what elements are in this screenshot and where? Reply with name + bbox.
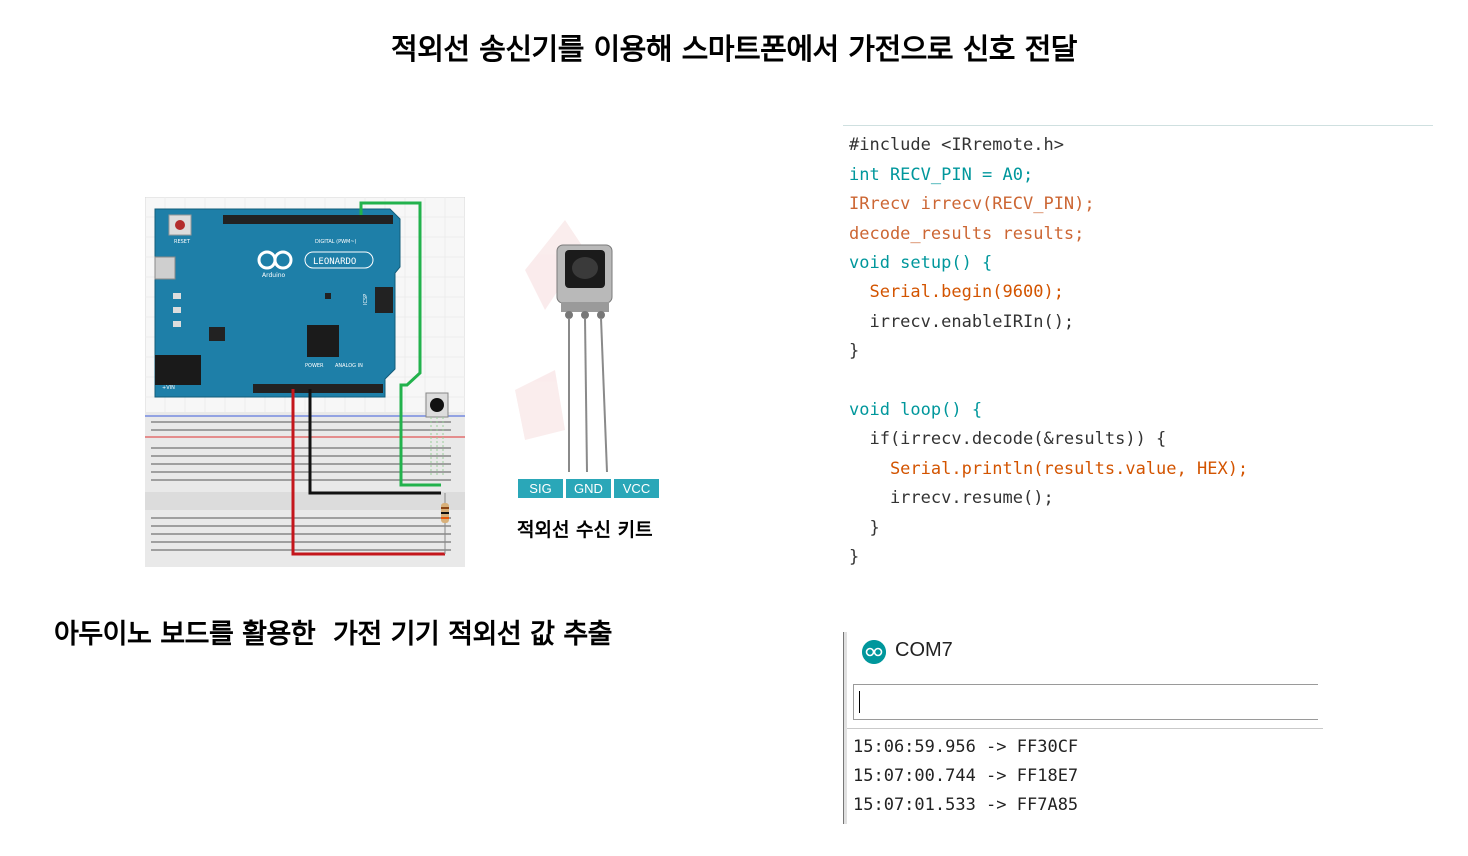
code-panel-border: [843, 125, 1433, 126]
code-line: int RECV_PIN = A0;: [849, 165, 1033, 185]
arduino-leonardo-board: RESET +VIN DIGITAL (PWM~) Arduino LEONAR…: [154, 208, 401, 398]
code-line: Serial.begin(9600);: [849, 282, 1064, 302]
code-panel: #include <IRremote.h> int RECV_PIN = A0;…: [843, 125, 1433, 575]
code-line-text: int RECV_PIN = A0;: [849, 165, 1034, 185]
code-line: void loop() {: [849, 400, 982, 420]
code-line: irrecv.resume();: [849, 488, 1054, 508]
ir-sensor-legs: [568, 317, 608, 473]
breadboard: [145, 412, 465, 567]
code-line: void setup() {: [849, 253, 992, 273]
pin-label-gnd: GND: [574, 481, 603, 496]
arduino-circuit-diagram: RESET +VIN DIGITAL (PWM~) Arduino LEONAR…: [145, 197, 465, 567]
arduino-brand-label: Arduino: [262, 272, 286, 279]
ir-receiver-component: [425, 392, 449, 475]
code-line: IRrecv irrecv(RECV_PIN);: [849, 194, 1095, 214]
serial-output-line: 15:06:59.956 -> FF30CF: [853, 737, 1079, 757]
code-line: #include <IRremote.h>: [849, 135, 1064, 155]
serial-divider: [847, 728, 1323, 729]
code-line-text: void loop() {: [849, 400, 983, 420]
analog-label: ANALOG IN: [335, 363, 363, 369]
code-line-text: irrecv.enableIRIn();: [849, 312, 1075, 332]
code-line-text: Serial.begin(9600);: [849, 282, 1064, 302]
code-line-text: void setup() {: [849, 253, 993, 273]
code-line-text: decode_results results;: [849, 224, 1085, 244]
code-line: irrecv.enableIRIn();: [849, 312, 1074, 332]
resistor: [441, 493, 449, 554]
code-line-text: #include <IRremote.h>: [849, 135, 1064, 155]
code-line-text: }: [849, 518, 880, 538]
code-line: decode_results results;: [849, 224, 1084, 244]
vin-label: +VIN: [162, 385, 175, 391]
serial-window-edge: [843, 632, 847, 824]
code-line: if(irrecv.decode(&results)) {: [849, 429, 1166, 449]
arduino-logo-icon: [862, 640, 886, 664]
serial-monitor-window: COM7 15:06:59.956 -> FF30CF 15:07:00.744…: [843, 632, 1323, 824]
ir-sensor-body: [556, 244, 613, 319]
serial-output-line: 15:07:01.533 -> FF7A85: [853, 795, 1079, 815]
code-line-text: Serial.println(results.value, HEX);: [849, 459, 1249, 479]
power-wire: [291, 389, 445, 556]
code-line-text: }: [849, 547, 860, 567]
board-model-label: LEONARDO: [313, 257, 356, 267]
power-label: POWER: [305, 363, 324, 369]
pin-labels: SIG GND VCC: [518, 479, 659, 498]
text-cursor: [859, 691, 860, 713]
section-subtitle: 아두이노 보드를 활용한 가전 기기 적외선 값 추출: [54, 619, 613, 650]
serial-output-line: 15:07:00.744 -> FF18E7: [853, 766, 1079, 786]
code-line-text: if(irrecv.decode(&results)) {: [849, 429, 1167, 449]
code-line: }: [849, 518, 880, 538]
kit-caption: 적외선 수신 키트: [517, 519, 653, 541]
digital-label: DIGITAL (PWM~): [315, 239, 357, 245]
code-line-text: IRrecv irrecv(RECV_PIN);: [849, 194, 1095, 214]
serial-port-title: COM7: [895, 639, 953, 661]
page-title: 적외선 송신기를 이용해 스마트폰에서 가전으로 신호 전달: [391, 32, 1077, 66]
serial-send-input[interactable]: [853, 684, 1318, 720]
code-line-text: irrecv.resume();: [849, 488, 1054, 508]
reset-label: RESET: [174, 239, 191, 245]
icsp-label: ICSP: [363, 294, 369, 305]
pin-label-vcc: VCC: [623, 481, 650, 496]
code-line: }: [849, 341, 859, 361]
code-line: }: [849, 547, 859, 567]
code-line-text: }: [849, 341, 860, 361]
signal-wire: [359, 201, 441, 487]
ground-wire: [308, 389, 441, 495]
pin-label-sig: SIG: [529, 481, 551, 496]
code-line: Serial.println(results.value, HEX);: [849, 459, 1248, 479]
ir-receiver-kit-image: SIG GND VCC: [515, 220, 659, 498]
